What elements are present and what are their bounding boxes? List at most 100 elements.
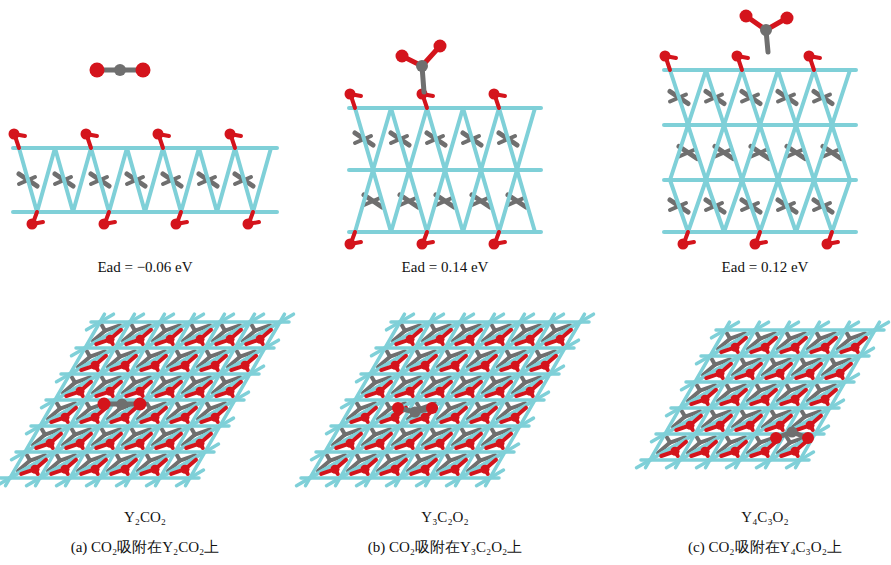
bond xyxy=(14,134,25,136)
bond xyxy=(580,314,594,322)
atom xyxy=(211,413,220,422)
atom xyxy=(391,361,400,370)
bond xyxy=(37,148,55,212)
atom xyxy=(410,407,421,418)
bond xyxy=(778,70,796,125)
bond xyxy=(312,452,326,460)
atom xyxy=(76,439,85,448)
atom xyxy=(134,398,147,411)
bond xyxy=(235,322,280,348)
bond xyxy=(667,408,681,416)
bond xyxy=(55,148,73,212)
bond xyxy=(815,322,829,330)
bond xyxy=(724,125,742,180)
bond xyxy=(220,314,234,322)
atom xyxy=(117,399,128,410)
atom xyxy=(434,40,447,53)
atom xyxy=(511,413,520,422)
energy-label: Ead = 0.14 eV xyxy=(402,258,489,276)
bond xyxy=(460,314,474,322)
atom xyxy=(166,387,175,396)
bond xyxy=(755,322,769,330)
co2-molecule xyxy=(770,427,814,445)
atom xyxy=(731,343,740,352)
bond xyxy=(520,348,565,374)
co2-molecule xyxy=(740,10,794,53)
atom xyxy=(256,335,265,344)
atom xyxy=(481,361,490,370)
atom xyxy=(496,335,505,344)
top-view xyxy=(637,322,889,467)
bond xyxy=(205,444,219,452)
atom xyxy=(346,439,355,448)
atom xyxy=(391,413,400,422)
formula-label: Y₂CO₂ xyxy=(124,508,166,526)
bond xyxy=(755,242,766,244)
bond xyxy=(550,314,564,322)
bond xyxy=(175,426,220,452)
atom xyxy=(136,63,151,78)
bond xyxy=(57,478,71,486)
bond xyxy=(860,348,874,356)
bond xyxy=(796,125,814,180)
bond xyxy=(327,478,341,486)
atom xyxy=(46,439,55,448)
bond xyxy=(481,170,499,232)
atom xyxy=(770,432,782,444)
atom xyxy=(451,465,460,474)
bond xyxy=(796,70,814,125)
bond xyxy=(72,348,86,356)
atom xyxy=(91,465,100,474)
side-view xyxy=(660,51,857,250)
bond xyxy=(490,470,504,478)
bond xyxy=(104,222,115,224)
panel-caption: (c) CO₂吸附在Y₄C₃O₂上 xyxy=(688,538,842,556)
bond xyxy=(460,452,505,478)
bond xyxy=(205,374,250,400)
bond xyxy=(737,56,748,58)
bond xyxy=(373,108,391,170)
atom xyxy=(791,447,800,456)
bond xyxy=(422,242,433,244)
bond xyxy=(520,418,534,426)
atom xyxy=(136,439,145,448)
bond xyxy=(373,170,391,232)
bond xyxy=(250,314,264,322)
atom xyxy=(466,439,475,448)
top-view xyxy=(297,314,594,485)
atom xyxy=(166,335,175,344)
atom xyxy=(776,421,785,430)
bond xyxy=(0,478,10,486)
bond xyxy=(494,242,505,244)
bond xyxy=(778,180,796,232)
bond xyxy=(664,178,856,182)
top-view xyxy=(0,314,294,485)
atom xyxy=(406,439,415,448)
co2-molecule xyxy=(392,402,438,418)
atom xyxy=(392,402,404,414)
atom xyxy=(76,387,85,396)
bond xyxy=(800,382,845,408)
bond xyxy=(32,222,43,224)
bond xyxy=(815,356,860,382)
bond xyxy=(830,330,875,356)
atom xyxy=(61,465,70,474)
side-view xyxy=(9,129,278,230)
atom xyxy=(701,395,710,404)
atom xyxy=(91,361,100,370)
bond xyxy=(520,314,534,322)
bond xyxy=(248,222,259,224)
atom xyxy=(760,24,772,36)
atom xyxy=(151,413,160,422)
atom xyxy=(716,369,725,378)
bond xyxy=(727,460,741,468)
bond xyxy=(253,148,271,212)
bond xyxy=(409,108,427,170)
atom xyxy=(776,369,785,378)
bond xyxy=(297,478,311,486)
bond xyxy=(19,148,37,212)
bond xyxy=(688,70,706,125)
bond xyxy=(505,444,519,452)
bond xyxy=(355,108,373,170)
bond xyxy=(430,314,444,322)
